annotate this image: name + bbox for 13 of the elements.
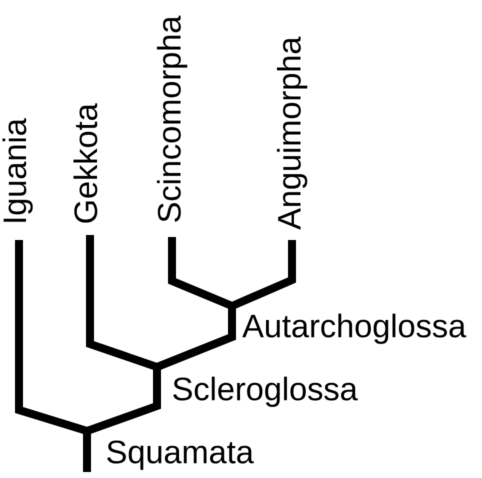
branch-line xyxy=(86,235,158,371)
branch-line xyxy=(15,240,88,435)
branch-line xyxy=(230,240,296,310)
branch-line xyxy=(86,367,161,435)
root-branch xyxy=(83,431,91,472)
taxon-label: Anguimorpha xyxy=(276,36,308,230)
clade-label: Autarchoglossa xyxy=(242,314,466,344)
taxon-label: Iguania xyxy=(2,118,33,222)
taxon-label: Gekkota xyxy=(73,103,98,223)
clade-label: Scleroglossa xyxy=(173,376,358,407)
clade-label: Squamata xyxy=(107,440,254,470)
branch-line xyxy=(168,237,234,310)
taxon-label: Scincomorpha xyxy=(156,16,188,222)
